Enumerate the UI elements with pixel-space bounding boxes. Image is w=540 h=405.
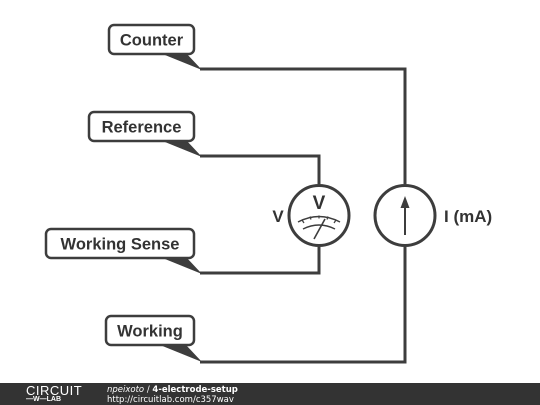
tag-box <box>104 314 196 347</box>
tag-tail <box>160 345 202 362</box>
tag-box <box>44 227 196 260</box>
tag-tail <box>160 53 202 70</box>
tag-label-counter: Counter <box>120 32 184 50</box>
wire-reference <box>200 154 321 184</box>
tag-working-sense: Working Sense <box>44 227 202 274</box>
voltmeter-ticks <box>301 215 337 224</box>
footer-author[interactable]: npeixoto <box>107 385 145 395</box>
footer-title-line: npeixoto / 4-electrode-setup <box>107 385 238 395</box>
footer-bar: CIRCUIT —W—LAB npeixoto / 4-electrode-se… <box>0 383 540 405</box>
wires <box>200 67 407 364</box>
logo-word-circuit: CIRCUIT <box>26 383 83 398</box>
logo-word-lab: —W—LAB <box>26 396 61 403</box>
tag-counter: Counter <box>107 23 202 70</box>
footer-title[interactable]: 4-electrode-setup <box>152 385 238 395</box>
arrow-up-icon <box>400 196 410 235</box>
tag-box <box>107 23 196 56</box>
ammeter: I (mA) <box>373 184 492 247</box>
tag-box <box>87 110 196 143</box>
voltmeter-needle <box>313 218 326 240</box>
wire-working <box>200 247 407 364</box>
footer-caption: npeixoto / 4-electrode-setup http://circ… <box>107 385 238 405</box>
circuit-schematic: Counter Reference Working Sense Working … <box>44 23 492 364</box>
tag-label-reference: Reference <box>102 119 182 137</box>
voltmeter-scale-inner <box>302 224 336 230</box>
tag-tail <box>160 257 202 274</box>
ammeter-label: I (mA) <box>444 207 492 226</box>
voltmeter: V V <box>272 184 351 247</box>
voltmeter-label: V <box>272 207 284 226</box>
tag-reference: Reference <box>87 110 202 157</box>
footer-url[interactable]: http://circuitlab.com/c357wav <box>107 395 234 405</box>
tag-tail <box>160 140 202 157</box>
circuitlab-logo: CIRCUIT —W—LAB <box>26 384 94 404</box>
tag-label-working-sense: Working Sense <box>61 236 180 254</box>
voltmeter-symbol: V <box>313 193 326 214</box>
wire-working-sense <box>200 247 321 275</box>
wire-counter <box>200 67 407 184</box>
tag-working: Working <box>104 314 202 362</box>
footer-separator: / <box>144 385 153 395</box>
tag-label-working: Working <box>117 323 183 341</box>
